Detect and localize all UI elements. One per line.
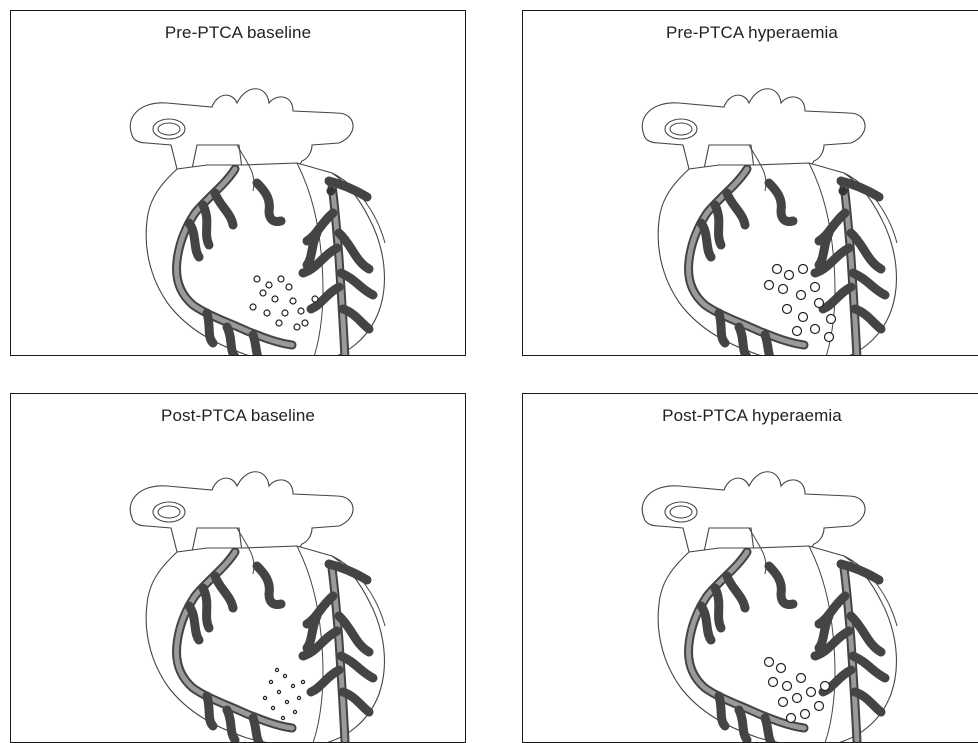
heart-diagram (619, 73, 909, 356)
panel-post-ptca-hyperaemia: Post-PTCA hyperaemia (522, 393, 978, 743)
panel-title: Pre-PTCA hyperaemia (523, 23, 978, 43)
panel-title: Post-PTCA hyperaemia (523, 406, 978, 426)
panel-title: Pre-PTCA baseline (11, 23, 465, 43)
heart-diagram (619, 456, 909, 743)
heart-diagram (107, 73, 397, 356)
panel-pre-ptca-hyperaemia: Pre-PTCA hyperaemia (522, 10, 978, 356)
panel-post-ptca-baseline: Post-PTCA baseline (10, 393, 466, 743)
heart-diagram (107, 456, 397, 743)
panel-title: Post-PTCA baseline (11, 406, 465, 426)
stenosis-marker (327, 187, 336, 196)
panel-pre-ptca-baseline: Pre-PTCA baseline (10, 10, 466, 356)
stenosis-marker (839, 187, 848, 196)
